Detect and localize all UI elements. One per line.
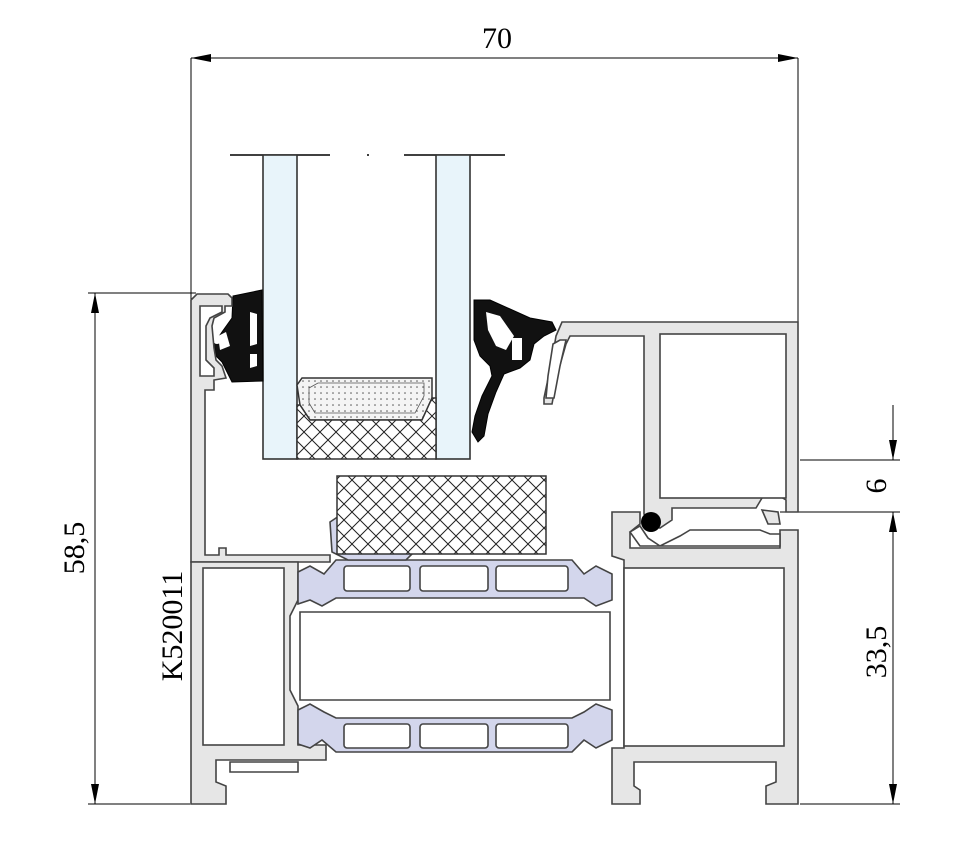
dimension-height-label: 58,5 — [58, 522, 91, 575]
dimension-top: 70 — [190, 22, 799, 325]
glass-sealant — [296, 397, 437, 460]
inner-aluminium-profile — [543, 321, 799, 805]
dimension-right-upper: 6 — [780, 405, 900, 532]
dimension-left: 58,5 — [58, 292, 196, 805]
outer-glazing-gasket — [213, 289, 264, 383]
outer-aluminium-profile — [190, 293, 331, 805]
profile-code-label: K520011 — [156, 571, 189, 682]
glass-pane-inner — [435, 154, 471, 460]
glazing-block — [336, 475, 547, 555]
glazing-unit — [230, 154, 505, 460]
glass-pane-outer — [262, 154, 298, 460]
glass-spacer — [296, 377, 433, 421]
outer-chamber — [202, 567, 285, 746]
dimension-right-lower-label: 33,5 — [860, 626, 893, 679]
seal-bead — [641, 512, 661, 532]
dimension-right-upper-label: 6 — [860, 479, 893, 494]
dimension-width-label: 70 — [482, 22, 512, 55]
inner-chamber — [623, 567, 785, 747]
dimension-right-lower: 33,5 — [800, 532, 900, 805]
inner-glazing-gasket — [471, 299, 557, 443]
central-cavity — [299, 611, 611, 701]
